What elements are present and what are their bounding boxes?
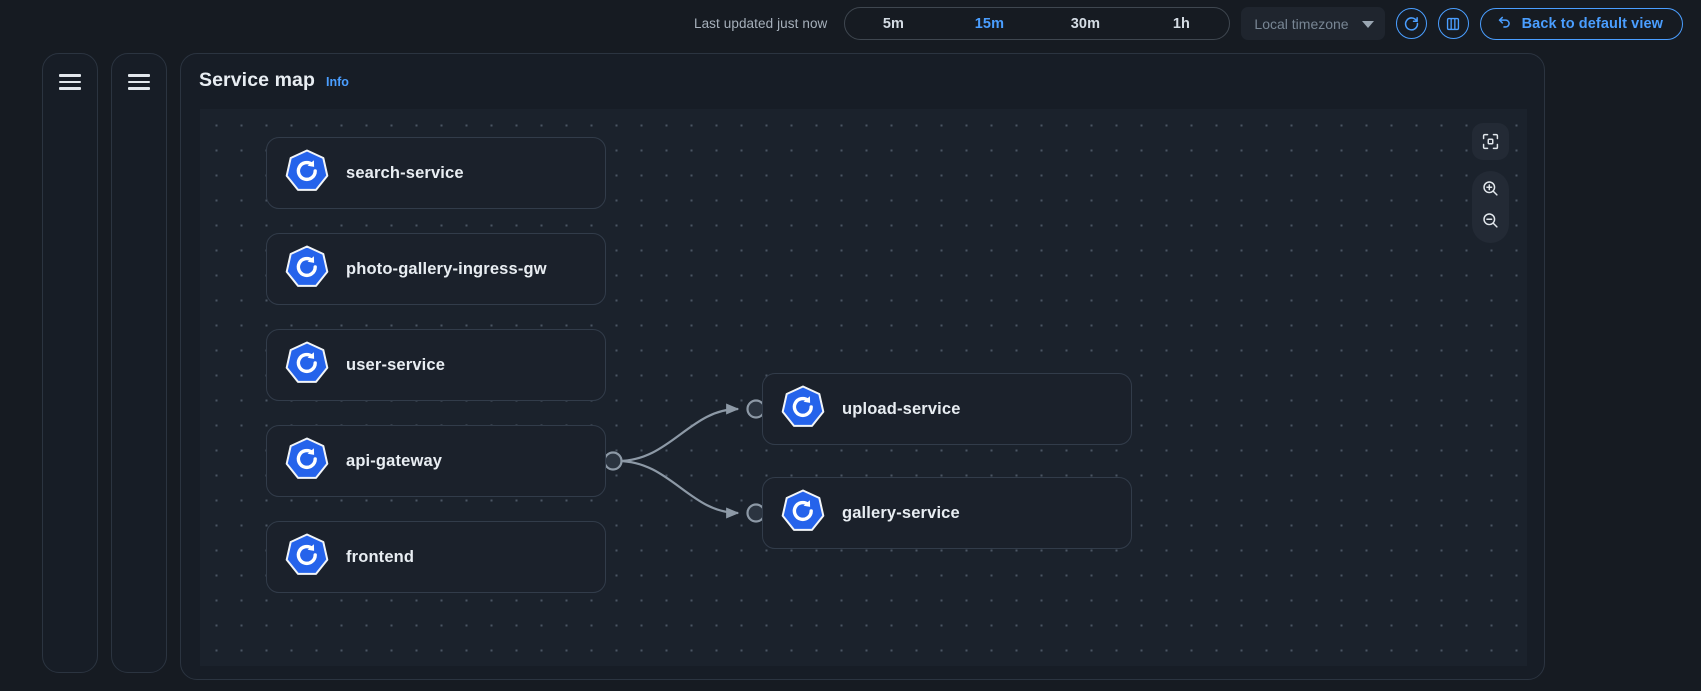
edge-api-gateway-upload-service xyxy=(617,403,740,463)
fit-screen-icon[interactable] xyxy=(1472,124,1509,160)
kubernetes-deployment-icon xyxy=(284,148,330,199)
service-map-canvas[interactable]: search-service photo-gallery-ingress-gw … xyxy=(200,109,1527,666)
layout-toggle-button[interactable] xyxy=(1437,8,1469,39)
service-node-search-service[interactable]: search-service xyxy=(266,137,606,209)
time-range-5m[interactable]: 5m xyxy=(845,8,941,39)
hamburger-icon[interactable] xyxy=(128,74,150,672)
service-map-panel: Service map Info search-service xyxy=(180,53,1545,680)
refresh-button[interactable] xyxy=(1395,8,1427,39)
service-node-user-service[interactable]: user-service xyxy=(266,329,606,401)
service-node-label: user-service xyxy=(346,355,446,374)
service-node-label: api-gateway xyxy=(346,451,443,470)
kubernetes-deployment-icon xyxy=(780,384,826,435)
kubernetes-deployment-icon xyxy=(284,436,330,487)
zoom-out-button[interactable] xyxy=(1472,207,1509,239)
kubernetes-deployment-icon xyxy=(284,244,330,295)
zoom-out-icon xyxy=(1481,211,1500,235)
secondary-panel[interactable] xyxy=(111,53,167,673)
zoom-controls[interactable] xyxy=(1472,171,1509,243)
refresh-icon xyxy=(1403,15,1420,32)
service-node-label: gallery-service xyxy=(842,503,960,522)
service-node-photo-gallery-ingress-gw[interactable]: photo-gallery-ingress-gw xyxy=(266,233,606,305)
undo-arrow-icon xyxy=(1496,13,1513,34)
time-range-15m[interactable]: 15m xyxy=(941,8,1037,39)
edge-api-gateway-gallery-service xyxy=(617,459,740,519)
columns-layout-icon xyxy=(1445,16,1461,32)
service-node-label: upload-service xyxy=(842,399,961,418)
time-range-1h[interactable]: 1h xyxy=(1133,8,1229,39)
chevron-down-icon xyxy=(1361,20,1374,28)
left-nav-panel[interactable] xyxy=(42,53,98,673)
info-link[interactable]: Info xyxy=(326,75,349,89)
last-updated-text: Last updated just now xyxy=(693,16,828,31)
zoom-in-icon xyxy=(1481,179,1500,203)
service-node-upload-service[interactable]: upload-service xyxy=(762,373,1132,445)
back-to-default-view-button[interactable]: Back to default view xyxy=(1479,7,1683,40)
service-node-label: photo-gallery-ingress-gw xyxy=(346,259,547,278)
timezone-label: Local timezone xyxy=(1254,15,1349,32)
kubernetes-deployment-icon xyxy=(284,340,330,391)
fit-to-screen-button[interactable] xyxy=(1472,123,1509,160)
back-to-default-view-label: Back to default view xyxy=(1521,15,1663,32)
kubernetes-deployment-icon xyxy=(780,488,826,539)
service-node-frontend[interactable]: frontend xyxy=(266,521,606,593)
timezone-select[interactable]: Local timezone xyxy=(1241,7,1385,40)
service-node-label: search-service xyxy=(346,163,464,182)
service-node-gallery-service[interactable]: gallery-service xyxy=(762,477,1132,549)
service-node-api-gateway[interactable]: api-gateway xyxy=(266,425,606,497)
hamburger-icon[interactable] xyxy=(59,74,81,672)
top-toolbar: Last updated just now 5m 15m 30m 1h Loca… xyxy=(0,0,1701,47)
edge-source-port xyxy=(603,451,623,471)
time-range-30m[interactable]: 30m xyxy=(1037,8,1133,39)
zoom-in-button[interactable] xyxy=(1472,175,1509,207)
time-range-selector[interactable]: 5m 15m 30m 1h xyxy=(844,7,1231,40)
page-title: Service map xyxy=(199,69,316,91)
kubernetes-deployment-icon xyxy=(284,532,330,583)
service-node-label: frontend xyxy=(346,547,415,566)
panel-header: Service map Info xyxy=(199,69,349,92)
